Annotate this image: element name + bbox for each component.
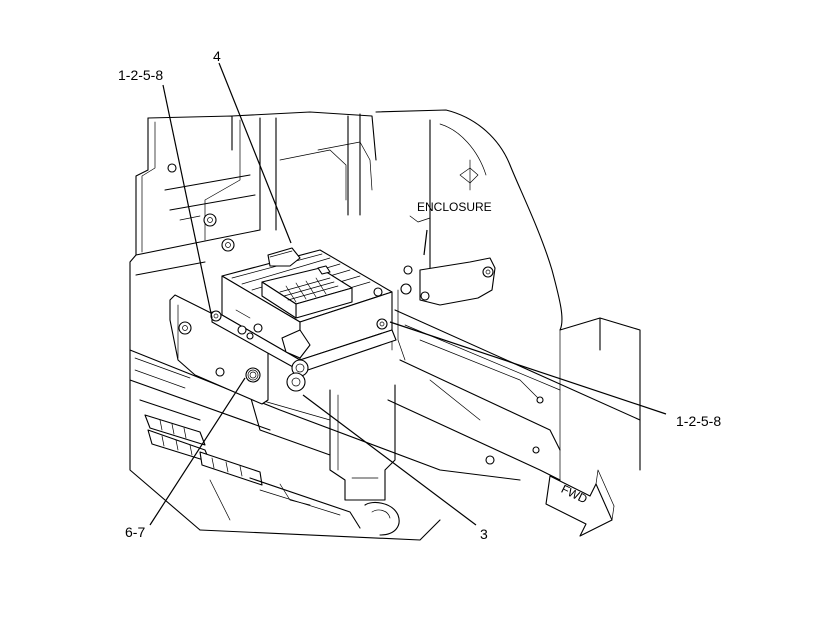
machine-frame: [129, 109, 641, 541]
callout-bottom-left: 6-7: [125, 524, 145, 540]
leader-lines: [149, 62, 667, 526]
forward-arrow-icon: FWD: [545, 469, 615, 537]
callout-top-center: 4: [213, 48, 221, 64]
enclosure-label: ENCLOSURE: [417, 200, 492, 214]
callout-right: 1-2-5-8: [676, 413, 721, 429]
mounting-plate: [169, 294, 269, 405]
callout-bottom-center: 3: [480, 526, 488, 542]
callout-top-left: 1-2-5-8: [118, 67, 163, 83]
ecm-module: [210, 247, 397, 392]
